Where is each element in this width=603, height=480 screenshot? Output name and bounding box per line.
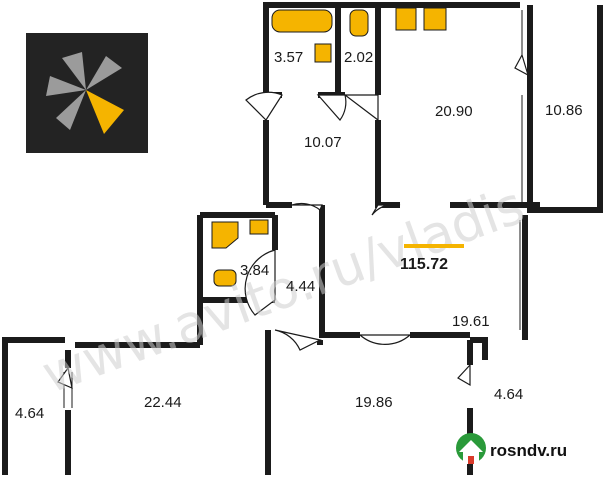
room-area-balcony-right: 10.86 [545, 102, 583, 119]
watermark: www.avito.ru/vladis [34, 176, 532, 406]
room-area-balcony-left: 4.64 [15, 405, 44, 422]
stove-icon [423, 7, 447, 31]
room-area-corridor: 4.44 [286, 278, 315, 295]
room-area-balcony-bottom-right: 4.64 [494, 386, 523, 403]
sink-icon [314, 43, 332, 63]
house-icon [456, 433, 486, 464]
site-link[interactable]: rosndv.ru [490, 441, 567, 460]
bathtub-icon [271, 9, 333, 33]
shower-icon [211, 221, 239, 249]
room-area-kitchen: 20.90 [435, 103, 473, 120]
room-area-bath: 3.57 [274, 49, 303, 66]
room-area-room-center: 19.61 [452, 313, 490, 330]
svg-text:www.avito.ru/vladis: www.avito.ru/vladis [34, 176, 532, 406]
kitchen-sink-icon [395, 7, 417, 31]
sink-small-icon [249, 219, 269, 235]
room-labels: 3.57 2.02 20.90 10.86 10.07 3.84 4.44 19… [15, 49, 583, 422]
doors [57, 53, 529, 390]
plumbing-fixtures [211, 7, 447, 287]
room-area-room-left: 22.44 [144, 394, 182, 411]
room-area-room-bottom: 19.86 [355, 394, 393, 411]
pinwheel-logo-icon [26, 33, 148, 153]
room-area-wc-top: 2.02 [344, 49, 373, 66]
total-area-underline [404, 244, 464, 248]
windows [63, 10, 529, 408]
total-area: 115.72 [400, 244, 464, 273]
room-area-wc-small: 3.84 [240, 262, 269, 279]
total-area-value: 115.72 [400, 256, 448, 273]
site-badge: rosndv.ru [456, 433, 567, 464]
room-area-hall: 10.07 [304, 134, 342, 151]
toilet-icon [349, 9, 369, 37]
toilet-small-icon [213, 269, 237, 287]
